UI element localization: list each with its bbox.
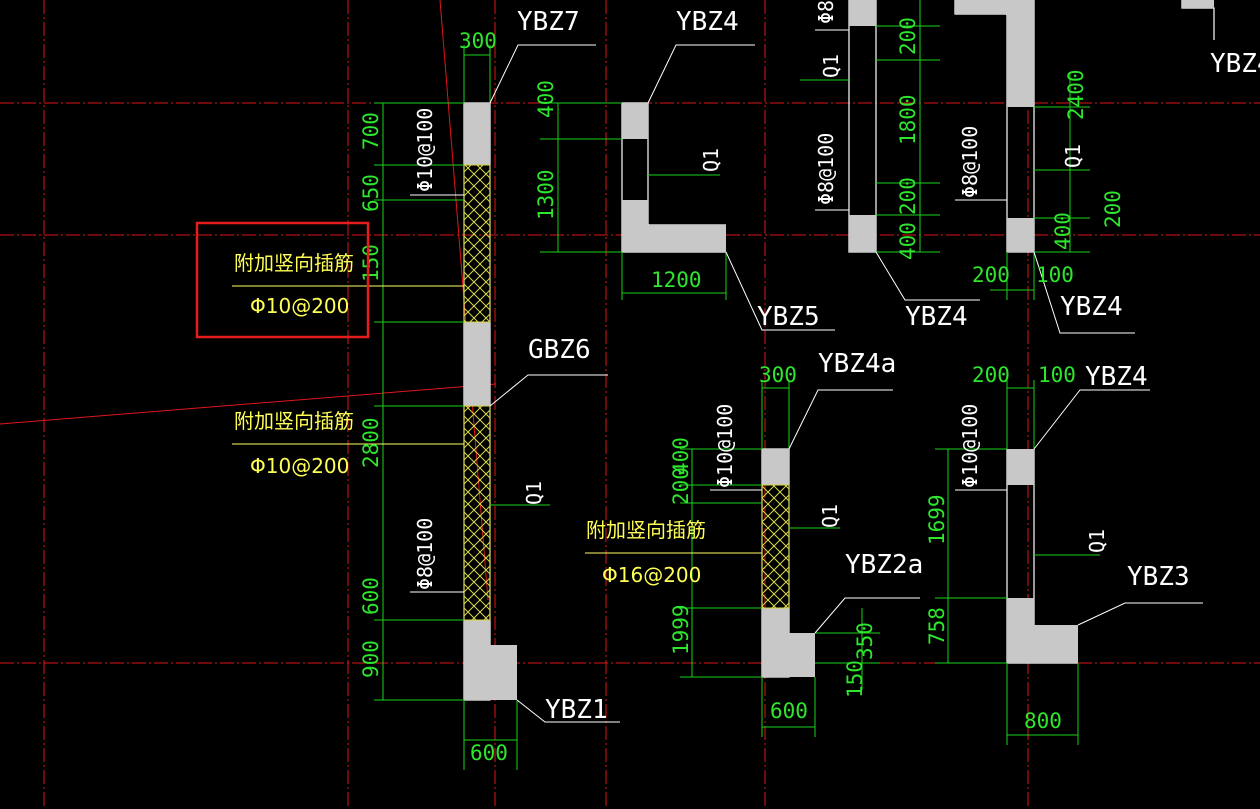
annotation-group-2[interactable]: 附加竖向插筋 Φ10@200	[234, 409, 354, 478]
dim-600-left: 600	[359, 577, 383, 615]
dim-900: 900	[359, 640, 383, 678]
annotation-1-spec: Φ10@200	[250, 294, 349, 318]
label-q1-e: Q1	[818, 504, 842, 528]
label-q1-d: Q1	[1061, 144, 1085, 168]
ybz4a-column[interactable]	[762, 449, 789, 485]
label-q1-b: Q1	[699, 148, 723, 172]
dim-400-a: 400	[534, 80, 558, 118]
rebar-labels: Φ10@100 Φ8@100 Φ8@100 Φ8@100 Φ10@100 Φ10…	[413, 0, 982, 590]
rebar-label-r5: Φ10@100	[713, 404, 737, 488]
ybz7-column[interactable]	[464, 103, 490, 165]
label-ybz1: YBZ1	[545, 695, 608, 725]
dim-200-a: 200	[896, 17, 920, 55]
ybz4-right-column[interactable]	[1007, 218, 1034, 252]
dim-150: 150	[359, 244, 383, 282]
dim-400-d: 400	[669, 437, 693, 475]
label-ybz4-lower: YBZ4	[1085, 362, 1148, 392]
gbz6-column[interactable]	[464, 322, 490, 406]
dim-1300: 1300	[534, 169, 558, 220]
dim-200-c: 200	[1101, 190, 1125, 228]
label-ybz4-topright: YBZ4	[1210, 49, 1260, 79]
annotation-group-3[interactable]: 附加竖向插筋 Φ16@200	[586, 518, 706, 587]
label-q1-f: Q1	[1085, 529, 1109, 553]
dim-200-f: 200	[972, 363, 1010, 387]
annotation-group-1[interactable]: 附加竖向插筋 Φ10@200	[234, 251, 354, 318]
ybz5-column[interactable]	[622, 200, 726, 252]
ybz4-right-top-column[interactable]	[1007, 0, 1034, 107]
dim-2800: 2800	[359, 417, 383, 468]
hatched-rebar-zones	[463, 164, 790, 621]
annotation-3-spec: Φ16@200	[602, 563, 701, 587]
dim-600-bottom: 600	[470, 741, 508, 765]
label-ybz2a: YBZ2a	[845, 550, 923, 580]
dim-300-mid: 300	[759, 363, 797, 387]
annotation-3-title: 附加竖向插筋	[586, 518, 706, 542]
label-leaders	[410, 29, 1203, 723]
dim-100-a: 100	[1036, 263, 1074, 287]
dim-700: 700	[359, 112, 383, 150]
dim-400-b: 400	[896, 222, 920, 260]
rebar-label-r6: Φ10@100	[958, 404, 982, 488]
wall-labels: Q1 Q1 Q1 Q1 Q1 Q1	[522, 54, 1109, 553]
dim-650: 650	[359, 174, 383, 212]
rebar-label-r7: Φ8@100	[958, 126, 982, 198]
component-labels: YBZ7 YBZ4 YBZ4 YBZ5 YBZ4 YBZ4 GBZ6 YBZ4a…	[517, 7, 1260, 725]
dimension-text: 300 700 650 150 2800 600 900 600 400 130…	[359, 17, 1125, 765]
annotation-leaders	[232, 285, 762, 554]
dim-1800: 1800	[896, 94, 920, 145]
ybz1-column[interactable]	[464, 620, 517, 700]
dim-800: 800	[1024, 709, 1062, 733]
label-q1-a: Q1	[522, 481, 546, 505]
ybz2a-column[interactable]	[762, 608, 815, 677]
dim-600-mid: 600	[770, 699, 808, 723]
dim-1200: 1200	[651, 268, 702, 292]
rebar-label-r4: Φ8@100	[814, 133, 838, 205]
dim-758: 758	[925, 607, 949, 645]
annotation-2-spec: Φ10@200	[250, 454, 349, 478]
label-ybz5: YBZ5	[757, 302, 820, 332]
label-gbz6: GBZ6	[528, 335, 591, 365]
label-ybz4-mid: YBZ4	[905, 302, 968, 332]
column-fills	[464, 0, 1214, 700]
ybz4-top-column[interactable]	[622, 103, 648, 139]
label-ybz4a: YBZ4a	[818, 349, 896, 379]
dim-300-top: 300	[459, 29, 497, 53]
label-ybz4-top: YBZ4	[676, 7, 739, 37]
rebar-label-r3: Φ8@100	[814, 0, 838, 24]
ybz4-mid-column[interactable]	[849, 215, 876, 252]
dimension-lines	[374, 0, 1100, 770]
label-q1-c: Q1	[819, 54, 843, 78]
label-ybz7: YBZ7	[517, 7, 580, 37]
dim-1999: 1999	[669, 604, 693, 655]
annotation-2-title: 附加竖向插筋	[234, 409, 354, 433]
dim-200-b: 200	[896, 177, 920, 215]
ybz4-mid-top-column[interactable]	[849, 0, 876, 26]
ybz3-column[interactable]	[1007, 598, 1078, 663]
ybz4-lower-column[interactable]	[1007, 449, 1034, 485]
label-ybz3: YBZ3	[1127, 562, 1190, 592]
rebar-label-r1: Φ10@100	[413, 108, 437, 192]
dim-150-b: 150	[843, 660, 867, 698]
label-ybz4-right: YBZ4	[1060, 292, 1123, 322]
dim-2400: 2400	[1064, 69, 1088, 120]
dim-1699: 1699	[925, 494, 949, 545]
dim-400-c: 400	[1051, 212, 1075, 250]
annotation-1-title: 附加竖向插筋	[234, 251, 354, 275]
highlight-box	[195, 221, 370, 339]
dim-200-e: 200	[669, 467, 693, 505]
dim-200-d: 200	[972, 263, 1010, 287]
dim-350: 350	[853, 622, 877, 660]
rebar-label-r2: Φ8@100	[413, 518, 437, 590]
dim-100-b: 100	[1038, 363, 1076, 387]
